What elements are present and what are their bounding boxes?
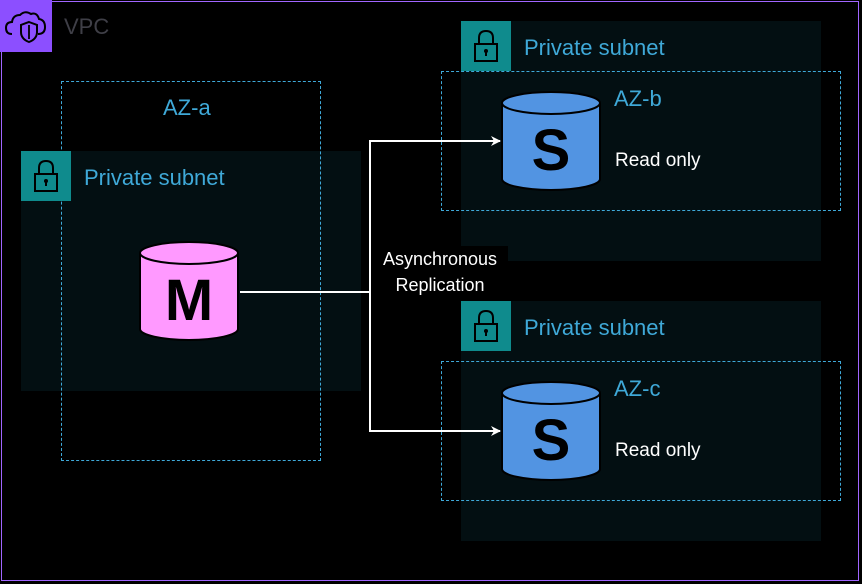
lock-icon: [474, 29, 498, 62]
subnet-lock-bottom-right: [461, 301, 511, 351]
replica-b-letter: S: [532, 118, 571, 183]
replication-label: Asynchronous Replication: [372, 246, 508, 298]
vpc-icon-box: [0, 0, 52, 52]
replication-label-line2: Replication: [395, 275, 485, 295]
cloud-shield-icon: [4, 11, 47, 44]
read-only-label-b: Read only: [615, 150, 701, 171]
az-c-label: AZ-c: [614, 376, 661, 401]
database-icon: S: [501, 91, 601, 191]
connector-to-az-c: [369, 292, 501, 436]
replication-label-line1: Asynchronous: [382, 249, 498, 269]
read-only-label-c: Read only: [615, 440, 701, 461]
database-icon: M: [139, 241, 239, 341]
subnet-lock-left: [21, 151, 71, 201]
az-a-label: AZ-a: [163, 95, 211, 120]
lock-icon: [474, 309, 498, 342]
subnet-label-bottom-right: Private subnet: [524, 315, 665, 340]
replica-c-letter: S: [532, 408, 571, 473]
subnet-label-left: Private subnet: [84, 165, 225, 190]
subnet-lock-top-right: [461, 21, 511, 71]
connector-to-az-b: [240, 136, 501, 293]
lock-icon: [34, 159, 58, 192]
az-b-label: AZ-b: [614, 86, 662, 111]
database-icon: S: [501, 381, 601, 481]
subnet-label-top-right: Private subnet: [524, 35, 665, 60]
az-a-box: [61, 81, 321, 461]
vpc-label: VPC: [64, 14, 110, 39]
master-db-letter: M: [165, 268, 213, 333]
